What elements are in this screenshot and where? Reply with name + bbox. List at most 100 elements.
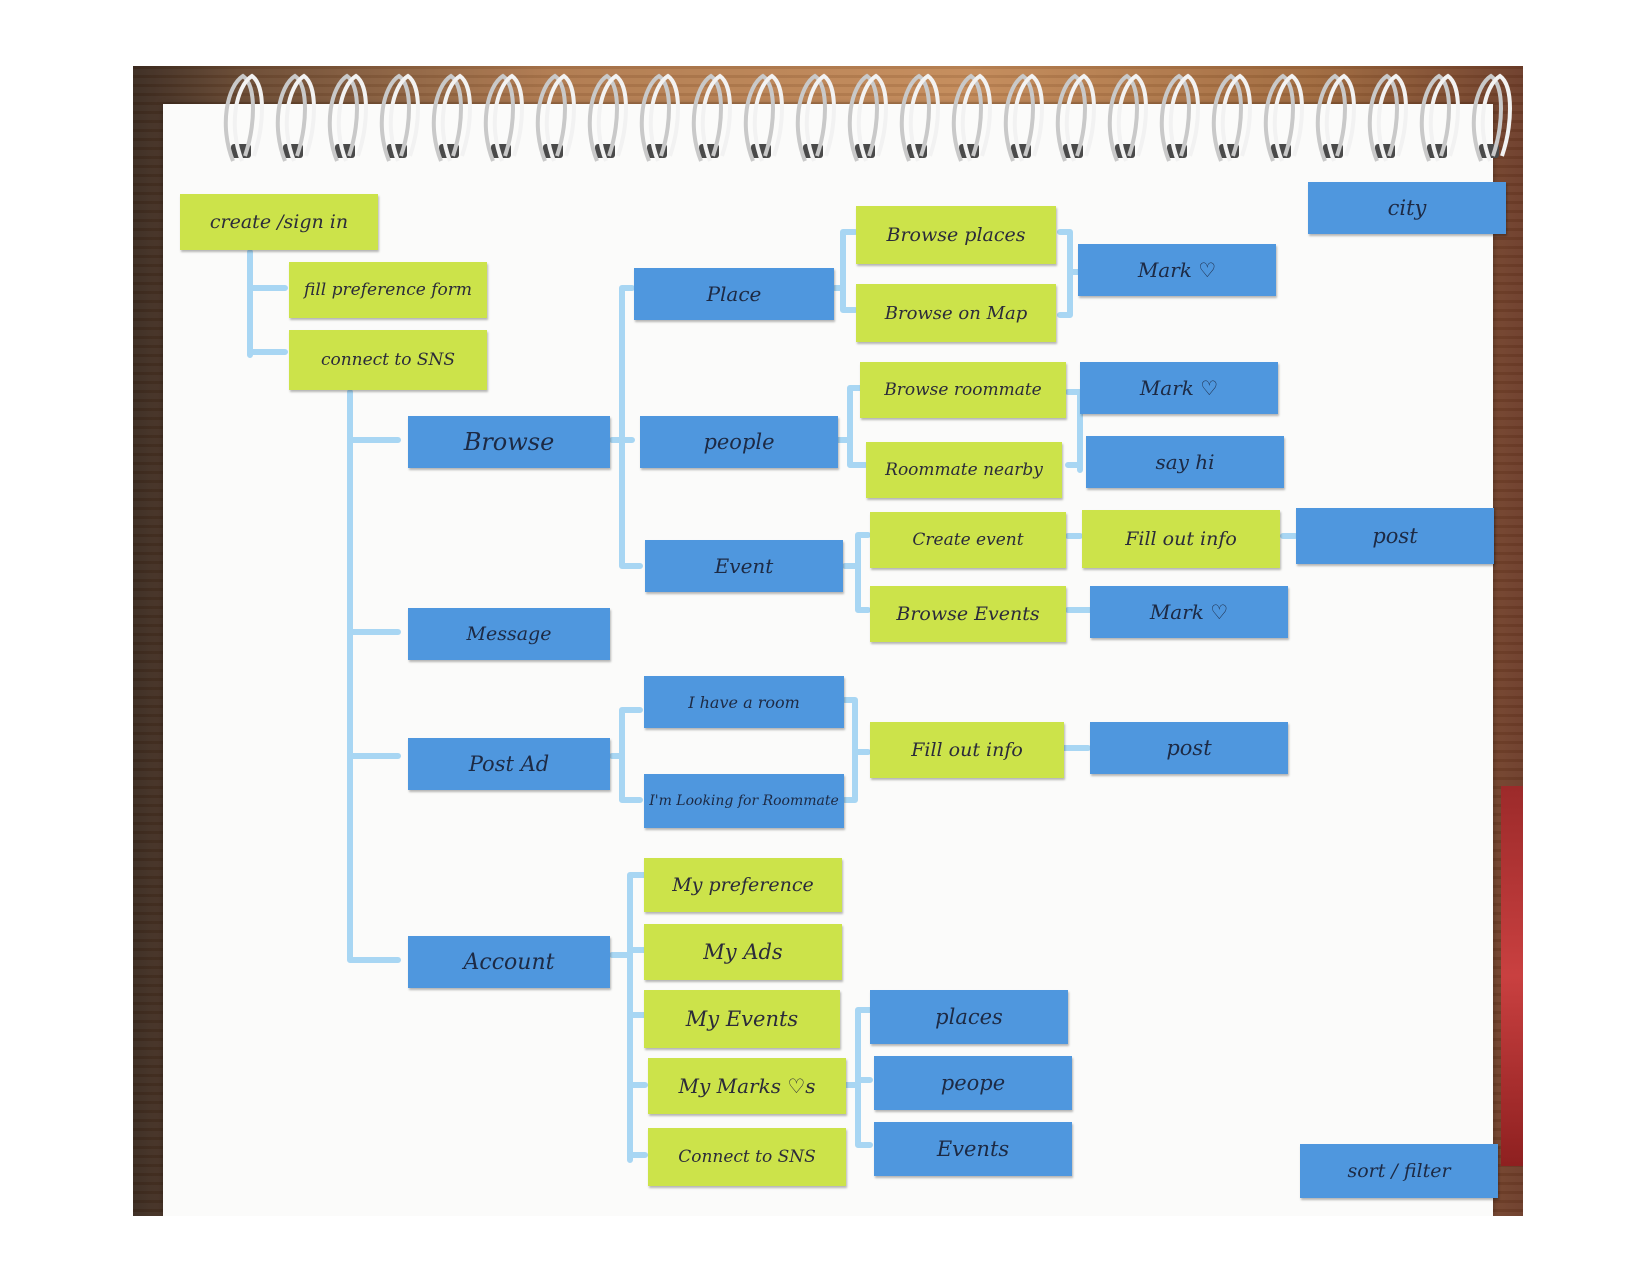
my-ads-label: My Ads bbox=[703, 940, 783, 964]
i-have-a-room-label: I have a room bbox=[688, 692, 800, 712]
binding-coil bbox=[1471, 73, 1512, 162]
spiral-binding bbox=[223, 73, 1512, 162]
browse-roommate-label: Browse roommate bbox=[884, 380, 1042, 400]
browse-note: Browse bbox=[408, 416, 610, 468]
event-note: Event bbox=[645, 540, 843, 592]
post-event-note: post bbox=[1296, 508, 1494, 564]
browse-label: Browse bbox=[463, 428, 555, 456]
binding-coil bbox=[639, 73, 680, 162]
peope-note: peope bbox=[874, 1056, 1072, 1110]
browse-places-note: Browse places bbox=[856, 206, 1056, 264]
events-label: Events bbox=[936, 1137, 1010, 1161]
say-hi-label: say hi bbox=[1155, 450, 1215, 474]
binding-coil bbox=[1263, 73, 1304, 162]
browse-on-map-note: Browse on Map bbox=[856, 284, 1056, 342]
say-hi-note: say hi bbox=[1086, 436, 1284, 488]
connector-event-flow bbox=[1065, 533, 1298, 613]
mark-people-label: Mark ♡ bbox=[1139, 376, 1219, 400]
connector-event-children bbox=[842, 532, 871, 613]
connector-main-trunk bbox=[347, 389, 401, 963]
connect-to-sns-label: connect to SNS bbox=[320, 350, 456, 370]
binding-coil bbox=[951, 73, 992, 162]
events-note: Events bbox=[874, 1122, 1072, 1176]
fill-out-info-ad-label: Fill out info bbox=[911, 739, 1023, 761]
post-ad-label: Post Ad bbox=[468, 752, 550, 776]
binding-coil bbox=[327, 73, 368, 162]
binding-coil bbox=[1419, 73, 1460, 162]
connector-marks-children bbox=[842, 1007, 873, 1148]
binding-coil bbox=[587, 73, 628, 162]
connector-people-children bbox=[835, 385, 868, 468]
connect-to-sns-account-note: Connect to SNS bbox=[648, 1128, 846, 1186]
post-event-label: post bbox=[1372, 524, 1418, 548]
connector-browse-children bbox=[609, 285, 643, 569]
create-sign-in-note: create /sign in bbox=[180, 194, 378, 250]
i-have-a-room-note: I have a room bbox=[644, 676, 844, 728]
im-looking-for-roommate-label: I'm Looking for Roommate bbox=[649, 793, 839, 809]
my-marks-note: My Marks ♡s bbox=[648, 1058, 846, 1114]
my-marks-label: My Marks ♡s bbox=[678, 1074, 816, 1098]
binding-coil bbox=[379, 73, 420, 162]
binding-coil bbox=[743, 73, 784, 162]
post-ad-submit-note: post bbox=[1090, 722, 1288, 774]
browse-places-label: Browse places bbox=[886, 224, 1026, 246]
message-note: Message bbox=[408, 608, 610, 660]
connector-place-children bbox=[832, 229, 858, 313]
people-label: people bbox=[703, 430, 775, 454]
account-label: Account bbox=[463, 949, 555, 975]
my-preference-note: My preference bbox=[644, 858, 842, 912]
connector-signin-children bbox=[247, 249, 288, 358]
event-label: Event bbox=[714, 554, 774, 578]
account-note: Account bbox=[408, 936, 610, 988]
place-label: Place bbox=[706, 282, 762, 306]
mark-event-note: Mark ♡ bbox=[1090, 586, 1288, 638]
city-label: city bbox=[1387, 196, 1427, 220]
my-events-label: My Events bbox=[685, 1007, 799, 1031]
connector-mark-place bbox=[1057, 229, 1083, 318]
roommate-nearby-note: Roommate nearby bbox=[866, 442, 1062, 498]
create-event-label: Create event bbox=[912, 530, 1024, 550]
browse-events-label: Browse Events bbox=[896, 603, 1040, 625]
places-note: places bbox=[870, 990, 1068, 1044]
sort-filter-label: sort / filter bbox=[1347, 1160, 1451, 1182]
my-events-note: My Events bbox=[644, 990, 840, 1048]
browse-events-note: Browse Events bbox=[870, 586, 1066, 642]
city-note: city bbox=[1308, 182, 1506, 234]
people-note: people bbox=[640, 416, 838, 468]
my-preference-label: My preference bbox=[672, 874, 814, 896]
binding-coil bbox=[1211, 73, 1252, 162]
binding-coil bbox=[1107, 73, 1148, 162]
binding-coil bbox=[275, 73, 316, 162]
mark-place-note: Mark ♡ bbox=[1078, 244, 1276, 296]
binding-coil bbox=[431, 73, 472, 162]
post-ad-submit-label: post bbox=[1166, 736, 1212, 760]
browse-on-map-label: Browse on Map bbox=[884, 302, 1028, 324]
binding-coil bbox=[691, 73, 732, 162]
binding-coil bbox=[223, 73, 264, 162]
binding-coil bbox=[535, 73, 576, 162]
message-label: Message bbox=[466, 623, 552, 645]
connect-to-sns-note: connect to SNS bbox=[289, 330, 487, 390]
binding-coil bbox=[899, 73, 940, 162]
create-event-note: Create event bbox=[870, 512, 1066, 568]
my-ads-note: My Ads bbox=[644, 924, 842, 980]
fill-preference-form-note: fill preference form bbox=[289, 262, 487, 318]
binding-coil bbox=[1003, 73, 1044, 162]
fill-out-info-ad-note: Fill out info bbox=[870, 722, 1064, 778]
post-ad-note: Post Ad bbox=[408, 738, 610, 790]
connector-account-children bbox=[609, 872, 648, 1163]
mark-people-note: Mark ♡ bbox=[1080, 362, 1278, 414]
sort-filter-note: sort / filter bbox=[1300, 1144, 1498, 1198]
binding-coil bbox=[1055, 73, 1096, 162]
fill-preference-form-label: fill preference form bbox=[304, 280, 472, 300]
binding-coil bbox=[795, 73, 836, 162]
place-note: Place bbox=[634, 268, 834, 320]
create-sign-in-label: create /sign in bbox=[209, 211, 349, 233]
fill-out-info-event-note: Fill out info bbox=[1082, 510, 1280, 568]
binding-coil bbox=[1367, 73, 1408, 162]
places-label: places bbox=[935, 1005, 1003, 1029]
connector-postad-children bbox=[609, 707, 643, 803]
binding-coil bbox=[1315, 73, 1356, 162]
connector-ad-flow bbox=[842, 697, 1091, 803]
